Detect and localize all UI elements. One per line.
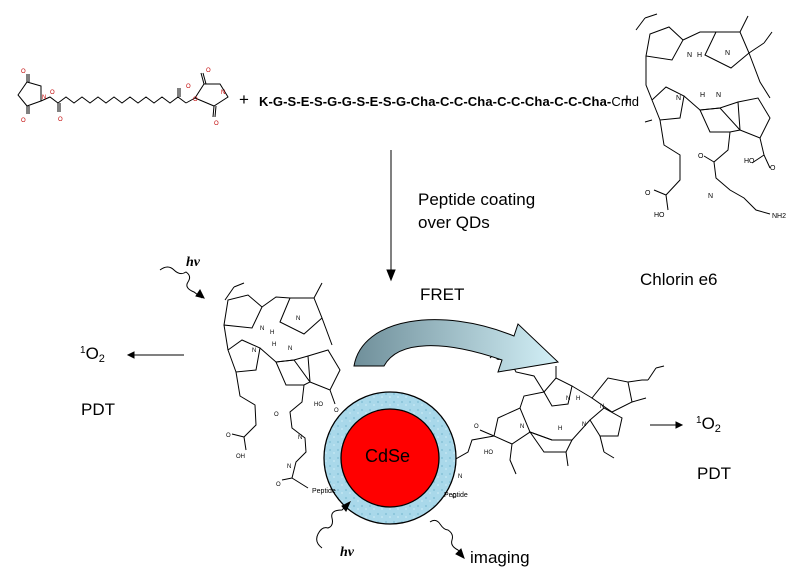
singlet-oxygen-left-base: O: [85, 344, 99, 363]
wavy-imaging-arrow: [429, 519, 465, 559]
svg-text:N: N: [252, 348, 256, 354]
svg-text:O: O: [21, 118, 26, 124]
svg-text:NH2: NH2: [772, 213, 786, 220]
svg-text:N: N: [221, 90, 225, 96]
svg-text:O: O: [214, 121, 219, 127]
svg-text:N: N: [582, 422, 586, 428]
chlorin-e6-atom-labels: N H N N H N O HO HO O O N NH2: [645, 50, 786, 220]
svg-text:O: O: [193, 97, 198, 103]
svg-text:N: N: [296, 316, 300, 322]
svg-text:N: N: [458, 474, 462, 480]
cdse-core: [340, 408, 440, 508]
hv-label-bottom: hv: [340, 545, 354, 560]
left-chlorin-atom-labels: NH N NH N OOH HOO ON NO: [226, 316, 339, 488]
svg-text:O: O: [21, 69, 26, 75]
svg-text:N: N: [725, 50, 730, 57]
singlet-oxygen-left-sup: 1: [80, 345, 86, 356]
plus-sign-1: +: [239, 90, 249, 109]
svg-text:N: N: [260, 326, 264, 332]
svg-text:H: H: [700, 92, 705, 99]
step-label-line2: over QDs: [418, 213, 490, 232]
peptide-attachment-right: Peptide: [444, 492, 468, 499]
pdt-label-right: PDT: [697, 464, 731, 483]
svg-text:O: O: [334, 408, 339, 414]
svg-text:O: O: [58, 117, 63, 123]
svg-text:O: O: [645, 190, 651, 197]
right-chlorin-structure: [435, 349, 665, 485]
down-arrow: [386, 150, 396, 282]
peptide-attachment-left: Peptide: [312, 488, 336, 495]
fret-arrow: [353, 319, 560, 373]
svg-text:N: N: [520, 424, 524, 430]
svg-text:O: O: [206, 68, 211, 74]
left-chlorin-structure: [223, 282, 341, 489]
arrow-to-left-singlet-oxygen: [126, 351, 184, 359]
svg-text:N: N: [42, 95, 46, 101]
svg-text:N: N: [298, 435, 302, 441]
fret-label: FRET: [420, 285, 465, 304]
svg-text:HO: HO: [484, 450, 493, 456]
cdse-core-label: CdSe: [365, 446, 411, 466]
svg-text:N: N: [716, 92, 721, 99]
nhs-atom-labels: OO NO OO OO ON: [21, 68, 225, 127]
svg-text:H: H: [270, 330, 274, 336]
chlorin-e6-name: Chlorin e6: [640, 270, 718, 289]
peptide-sequence: K-G-S-E-S-G-G-S-E-S-G-Cha-C-C-Cha-C-C-Ch…: [259, 94, 639, 109]
svg-text:O: O: [698, 153, 704, 160]
singlet-oxygen-right: 1O2: [696, 414, 721, 435]
chlorin-e6-structure: [635, 13, 773, 215]
svg-text:N: N: [566, 396, 570, 402]
svg-text:H: H: [558, 426, 562, 432]
wavy-light-arrow-bottom: [316, 500, 352, 549]
singlet-oxygen-right-sup: 1: [696, 415, 702, 426]
svg-text:N: N: [287, 464, 291, 470]
plus-sign-2: +: [622, 90, 632, 109]
svg-text:N: N: [676, 95, 681, 102]
svg-text:O: O: [274, 412, 279, 418]
svg-text:H: H: [697, 52, 702, 59]
singlet-oxygen-right-sub: 2: [714, 423, 721, 435]
svg-text:N: N: [600, 404, 604, 410]
step-label-line1: Peptide coating: [418, 190, 536, 209]
svg-text:O: O: [276, 482, 281, 488]
svg-text:N: N: [687, 52, 692, 59]
svg-text:O: O: [186, 84, 191, 90]
svg-text:O: O: [452, 494, 457, 500]
singlet-oxygen-left-sub: 2: [98, 353, 105, 365]
svg-text:O: O: [770, 165, 776, 172]
peptide-end-group: Cmd: [611, 94, 640, 109]
svg-text:O: O: [226, 433, 231, 439]
svg-text:OH: OH: [236, 454, 245, 460]
singlet-oxygen-left: 1O2: [80, 344, 105, 365]
quantum-dot: [323, 391, 457, 525]
svg-text:O: O: [50, 90, 55, 96]
svg-text:HO: HO: [314, 402, 323, 408]
svg-text:HO: HO: [654, 212, 665, 219]
pdt-label-left: PDT: [81, 400, 115, 419]
arrow-to-right-singlet-oxygen: [650, 421, 684, 429]
nhs-linker-structure: [17, 72, 229, 118]
peptide-sequence-text: K-G-S-E-S-G-G-S-E-S-G-Cha-C-C-Cha-C-C-Ch…: [259, 94, 612, 109]
svg-text:O: O: [474, 424, 479, 430]
singlet-oxygen-right-base: O: [701, 414, 715, 433]
svg-text:N: N: [708, 193, 713, 200]
svg-text:N: N: [288, 346, 292, 352]
imaging-label: imaging: [470, 548, 530, 567]
svg-text:HO: HO: [744, 158, 755, 165]
wavy-light-arrow-top: [159, 266, 205, 299]
svg-text:H: H: [272, 342, 276, 348]
hv-label-top: hv: [186, 255, 200, 270]
svg-text:H: H: [576, 396, 580, 402]
